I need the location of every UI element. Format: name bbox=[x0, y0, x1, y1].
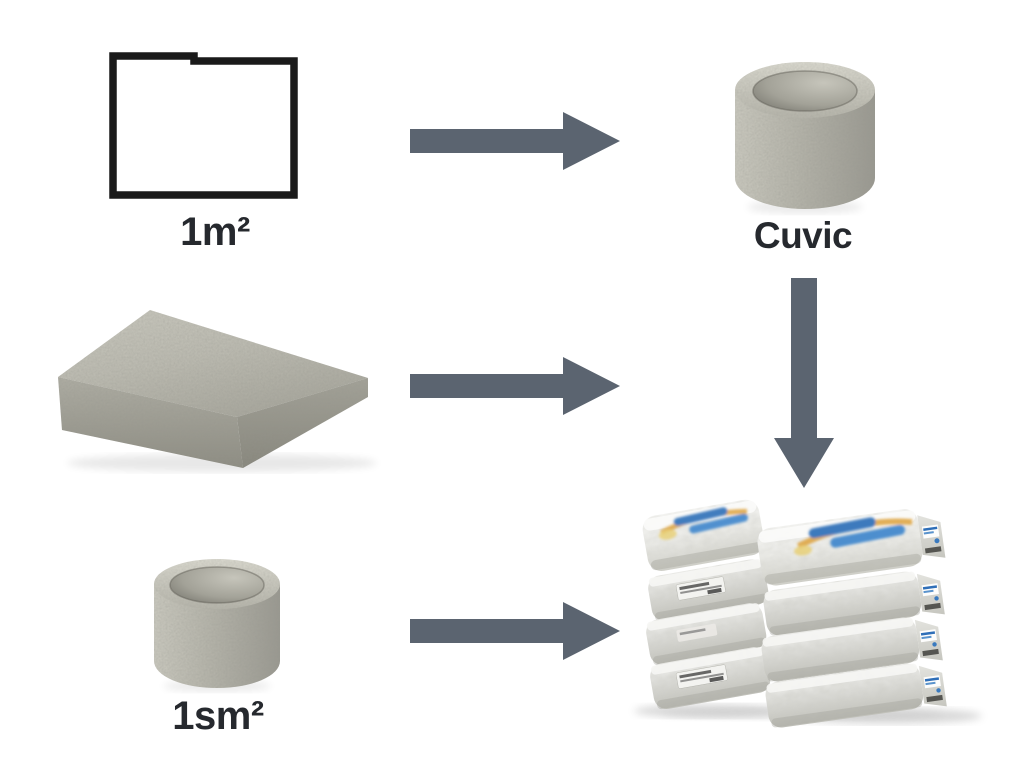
cement-bag bbox=[763, 571, 945, 636]
cylinder-area-label: 1sm² bbox=[172, 694, 264, 738]
arrow-down-icon bbox=[774, 278, 834, 488]
concrete-ring-image bbox=[735, 62, 875, 214]
concrete-cylinder-image bbox=[154, 559, 280, 692]
arrow-right-icon bbox=[410, 357, 620, 415]
bag-stack-right bbox=[757, 509, 947, 728]
cement-bag bbox=[646, 603, 767, 666]
ring-label: Cuvic bbox=[753, 215, 853, 256]
cement-bag bbox=[650, 647, 771, 710]
area-square-icon bbox=[109, 52, 298, 199]
cement-bag bbox=[642, 499, 765, 571]
cement-bag bbox=[765, 663, 947, 728]
concrete-slab-image bbox=[58, 310, 377, 472]
cement-bag bbox=[761, 617, 943, 682]
square-area-label: 1m² bbox=[180, 210, 250, 254]
arrow-right-icon bbox=[410, 112, 620, 170]
cement-bag-stack-image bbox=[634, 499, 982, 728]
bag-stack-left bbox=[642, 499, 771, 710]
cement-bag bbox=[757, 509, 946, 586]
arrow-right-icon bbox=[410, 602, 620, 660]
